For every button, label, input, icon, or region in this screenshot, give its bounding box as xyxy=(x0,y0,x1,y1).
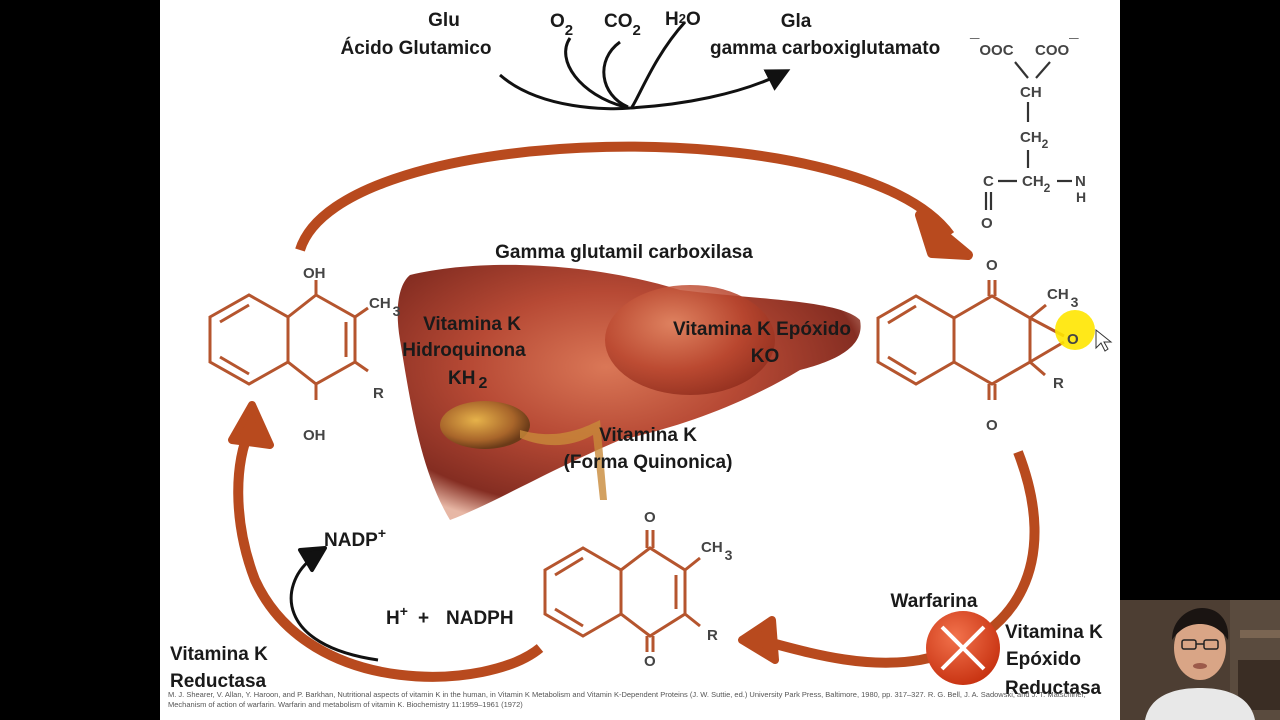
svg-text:(Forma Quinonica): (Forma Quinonica) xyxy=(564,452,733,473)
gla-c: C xyxy=(983,173,994,190)
hydroquinone-oh-top: OH xyxy=(303,265,326,282)
svg-text:Hidroquinona: Hidroquinona xyxy=(402,340,526,361)
quinone-o-bottom: O xyxy=(644,653,656,670)
vk-reductasa-line1: Vitamina K xyxy=(170,644,268,665)
nadp-label: NADP+ xyxy=(324,525,386,551)
svg-text:Vitamina K: Vitamina K xyxy=(423,314,521,335)
h2o-label: H2O xyxy=(665,9,701,30)
gla-coo: COO¯ xyxy=(1035,36,1079,59)
carboxilase-label: Gamma glutamil carboxilasa xyxy=(495,242,753,263)
epoxide-o-bottom: O xyxy=(986,417,998,434)
citation-text: M. J. Shearer, V. Allan, Y. Haroon, and … xyxy=(168,690,1086,709)
gla-h: H xyxy=(1076,189,1086,205)
gla-ch: CH xyxy=(1020,84,1042,101)
hydroquinone-oh-bottom: OH xyxy=(303,427,326,444)
gla-abbr: Gla xyxy=(781,11,812,32)
epoxide-label: Vitamina K Epóxido KO xyxy=(673,319,851,367)
gla-name: gamma carboxiglutamato xyxy=(710,38,940,59)
presenter-avatar xyxy=(1120,600,1280,720)
vk-reductasa-line2: Reductasa xyxy=(170,671,267,692)
svg-text:Vitamina K: Vitamina K xyxy=(599,425,697,446)
gla-n: N xyxy=(1075,173,1086,190)
vkor-line2: Epóxido xyxy=(1006,649,1081,670)
vkor-line3: Reductasa xyxy=(1005,678,1102,699)
quinone-o-top: O xyxy=(644,509,656,526)
cycle-arrow-top-head xyxy=(915,210,973,260)
glu-abbr: Glu xyxy=(428,10,460,31)
gla-ooc: ¯OOC xyxy=(969,36,1014,59)
cycle-arrow-right-head xyxy=(738,616,779,664)
slide: Glu Ácido Glutamico O2 CO2 H2O Gla gamma… xyxy=(160,0,1120,720)
cycle-arrow-top xyxy=(295,141,955,252)
reaction-labels: Glu Ácido Glutamico O2 CO2 H2O Gla gamma… xyxy=(341,9,941,59)
mouse-cursor xyxy=(1095,328,1113,352)
cursor-highlight xyxy=(1055,310,1095,350)
svg-text:KO: KO xyxy=(751,346,780,367)
nadp-arrow-head xyxy=(298,546,327,572)
nadp-arrow xyxy=(289,558,379,662)
cycle-arrow-left xyxy=(233,427,544,682)
co2-label: CO2 xyxy=(604,11,641,39)
plus-sign: + xyxy=(418,608,429,629)
vkor-line1: Vitamina K xyxy=(1005,622,1103,643)
reductase-left: NADP+ H+ + NADPH Vitamina K Reductasa xyxy=(170,525,514,692)
vitamin-k-cycle-diagram: Glu Ácido Glutamico O2 CO2 H2O Gla gamma… xyxy=(170,9,1113,699)
epoxide-o-top: O xyxy=(986,257,998,274)
h-plus: H+ xyxy=(386,603,408,629)
quinone-label: Vitamina K (Forma Quinonica) xyxy=(564,425,733,473)
liver-illustration xyxy=(397,264,861,520)
warfarina-label: Warfarina xyxy=(891,591,978,612)
carboxylation-arrows xyxy=(499,20,791,111)
nadph-label: NADPH xyxy=(446,608,514,629)
epoxide-o-ring: O xyxy=(1067,331,1079,348)
cycle-arrow-left-head xyxy=(228,401,274,449)
epoxide-r: R xyxy=(1053,375,1064,392)
o2-label: O2 xyxy=(550,11,573,39)
gla-ch2-mid: CH2 xyxy=(1022,173,1051,195)
gla-structure: ¯OOC COO¯ CH CH2 C CH2 N H O xyxy=(969,36,1086,232)
glu-name: Ácido Glutamico xyxy=(341,37,492,59)
gla-o: O xyxy=(981,215,993,232)
reductase-right: Warfarina Vitamina K Epóxido Reductasa xyxy=(891,591,1104,699)
svg-text:Vitamina K Epóxido: Vitamina K Epóxido xyxy=(673,319,851,340)
hydroquinone-r: R xyxy=(373,385,384,402)
quinone-r: R xyxy=(707,627,718,644)
gla-ch2-top: CH2 xyxy=(1020,129,1049,151)
webcam-overlay xyxy=(1120,600,1280,720)
